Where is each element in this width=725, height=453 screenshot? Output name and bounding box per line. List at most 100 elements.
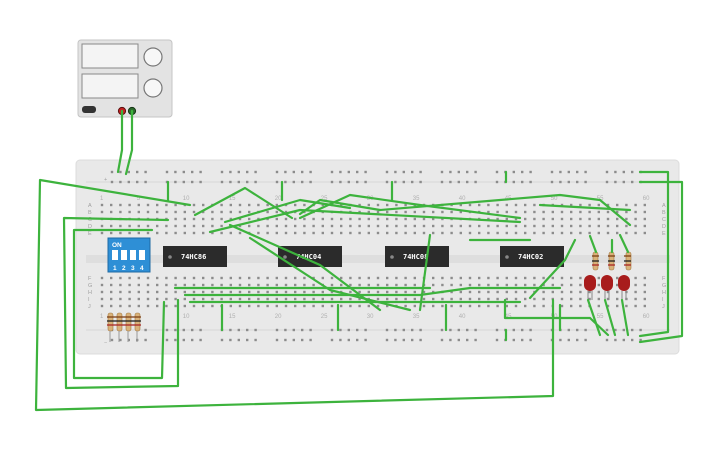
breadboard-hole[interactable] (432, 290, 435, 294)
breadboard-hole[interactable] (257, 290, 260, 294)
rail-hole[interactable] (449, 180, 452, 184)
breadboard-hole[interactable] (146, 276, 150, 280)
breadboard-hole[interactable] (505, 231, 508, 235)
breadboard-hole[interactable] (174, 224, 177, 228)
breadboard-hole[interactable] (413, 297, 416, 301)
breadboard-hole[interactable] (395, 231, 398, 235)
breadboard-hole[interactable] (551, 231, 554, 235)
rail-hole[interactable] (254, 170, 257, 174)
breadboard-hole[interactable] (303, 231, 306, 235)
breadboard-hole[interactable] (358, 217, 361, 221)
rail-hole[interactable] (385, 338, 389, 342)
rail-hole[interactable] (339, 338, 342, 342)
breadboard-hole[interactable] (349, 231, 352, 235)
breadboard-hole[interactable] (312, 231, 315, 235)
breadboard-hole[interactable] (588, 297, 591, 301)
breadboard-hole[interactable] (634, 224, 637, 228)
power-switch[interactable] (82, 106, 96, 113)
breadboard-hole[interactable] (597, 224, 600, 228)
breadboard-hole[interactable] (349, 224, 352, 228)
breadboard-hole[interactable] (202, 276, 205, 280)
breadboard-hole[interactable] (459, 231, 462, 235)
breadboard-hole[interactable] (202, 283, 205, 287)
breadboard-hole[interactable] (413, 210, 416, 214)
rail-hole[interactable] (631, 170, 634, 174)
breadboard-hole[interactable] (496, 210, 499, 214)
rail-hole[interactable] (246, 328, 249, 332)
breadboard-hole[interactable] (238, 304, 242, 308)
rail-hole[interactable] (182, 170, 185, 174)
breadboard-hole[interactable] (174, 290, 177, 294)
breadboard-hole[interactable] (266, 283, 269, 287)
breadboard-hole[interactable] (220, 276, 223, 280)
breadboard-hole[interactable] (238, 231, 242, 235)
rail-hole[interactable] (301, 170, 304, 174)
breadboard-hole[interactable] (137, 203, 140, 207)
rail-hole[interactable] (136, 180, 139, 184)
breadboard-hole[interactable] (533, 304, 536, 308)
rail-hole[interactable] (237, 180, 240, 184)
rail-hole[interactable] (559, 338, 562, 342)
breadboard-hole[interactable] (441, 224, 444, 228)
breadboard-hole[interactable] (128, 290, 131, 294)
breadboard-hole[interactable] (303, 276, 306, 280)
breadboard-hole[interactable] (459, 203, 462, 207)
breadboard-hole[interactable] (137, 231, 140, 235)
rail-hole[interactable] (191, 170, 194, 174)
breadboard-hole[interactable] (340, 276, 343, 280)
breadboard-hole[interactable] (257, 276, 260, 280)
breadboard-hole[interactable] (174, 304, 177, 308)
breadboard-hole[interactable] (542, 224, 545, 228)
breadboard-hole[interactable] (625, 217, 628, 221)
breadboard-hole[interactable] (395, 217, 398, 221)
rail-hole[interactable] (356, 180, 359, 184)
breadboard-hole[interactable] (146, 210, 150, 214)
breadboard-hole[interactable] (100, 203, 104, 207)
rail-hole[interactable] (559, 180, 562, 184)
breadboard-hole[interactable] (312, 217, 315, 221)
breadboard-hole[interactable] (413, 290, 416, 294)
breadboard-hole[interactable] (358, 283, 361, 287)
breadboard-hole[interactable] (395, 290, 398, 294)
breadboard-hole[interactable] (533, 203, 536, 207)
breadboard-hole[interactable] (312, 297, 315, 301)
breadboard-hole[interactable] (634, 231, 637, 235)
breadboard-hole[interactable] (266, 224, 269, 228)
rail-hole[interactable] (292, 180, 295, 184)
breadboard-hole[interactable] (330, 231, 334, 235)
breadboard-hole[interactable] (376, 203, 380, 207)
rail-hole[interactable] (495, 180, 499, 184)
breadboard-hole[interactable] (560, 276, 564, 280)
breadboard-hole[interactable] (321, 276, 324, 280)
breadboard-hole[interactable] (257, 231, 260, 235)
breadboard-hole[interactable] (229, 231, 232, 235)
breadboard-hole[interactable] (597, 276, 600, 280)
breadboard-hole[interactable] (441, 283, 444, 287)
breadboard-hole[interactable] (156, 304, 159, 308)
rail-hole[interactable] (292, 338, 295, 342)
rail-hole[interactable] (174, 338, 177, 342)
breadboard-hole[interactable] (616, 297, 619, 301)
breadboard-hole[interactable] (432, 217, 435, 221)
breadboard-hole[interactable] (192, 304, 196, 308)
rail-hole[interactable] (605, 328, 609, 332)
breadboard-hole[interactable] (386, 217, 389, 221)
breadboard-hole[interactable] (441, 276, 444, 280)
rail-hole[interactable] (457, 170, 460, 174)
breadboard-hole[interactable] (294, 224, 297, 228)
breadboard-hole[interactable] (183, 224, 186, 228)
breadboard-hole[interactable] (174, 203, 177, 207)
breadboard-hole[interactable] (579, 217, 582, 221)
rail-hole[interactable] (639, 328, 642, 332)
breadboard-hole[interactable] (137, 290, 140, 294)
breadboard-hole[interactable] (349, 304, 352, 308)
breadboard-hole[interactable] (441, 217, 444, 221)
breadboard-hole[interactable] (294, 297, 297, 301)
breadboard-hole[interactable] (643, 231, 646, 235)
breadboard-hole[interactable] (367, 290, 370, 294)
rail-hole[interactable] (246, 170, 249, 174)
rail-hole[interactable] (584, 338, 587, 342)
breadboard-hole[interactable] (413, 231, 416, 235)
breadboard-hole[interactable] (404, 276, 407, 280)
rail-hole[interactable] (254, 328, 257, 332)
